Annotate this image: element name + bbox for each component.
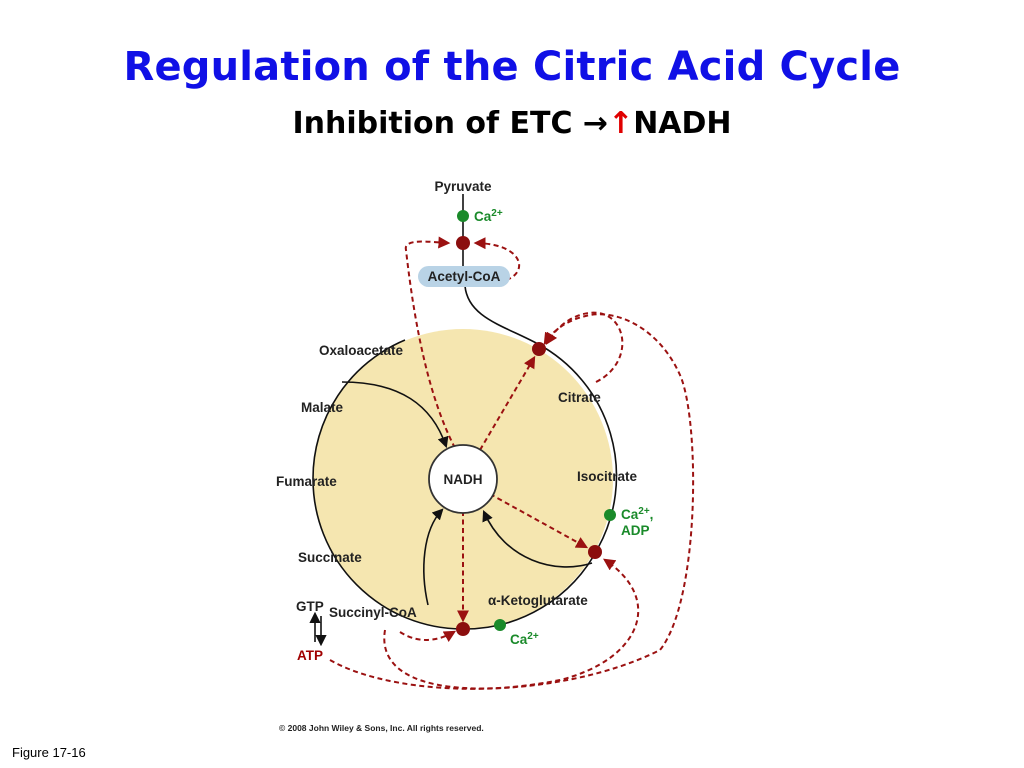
activation-site-akg-dh	[494, 619, 506, 631]
slide-subtitle: Inhibition of ETC →↑NADH	[0, 106, 1024, 141]
subtitle-right-arrow-icon: →	[582, 106, 609, 141]
inhibition-site-akg-dh	[456, 622, 470, 636]
label-pyruvate: Pyruvate	[434, 179, 492, 194]
inhibition-site-pyruvate-dh	[456, 236, 470, 250]
cycle-arc-left	[312, 339, 463, 630]
citrate-feedback-loop	[545, 311, 624, 383]
inhibition-site-isocitrate-dh	[588, 545, 602, 559]
activation-site-isocitrate-dh	[604, 509, 616, 521]
label-nadh: NADH	[444, 472, 483, 487]
subtitle-text: Inhibition of ETC	[292, 106, 583, 141]
nadh-to-isocitrate-dh-inhibition	[489, 493, 589, 549]
subtitle-target: NADH	[633, 106, 732, 141]
malate-to-nadh-arrow	[341, 381, 449, 449]
succinyl-to-akg-loop	[399, 630, 457, 642]
activation-site-pyruvate-dh	[457, 210, 469, 222]
label-atp: ATP	[297, 648, 323, 663]
label-malate: Malate	[301, 400, 344, 415]
nadh-to-top-inhibition	[404, 236, 456, 449]
label-acetyl-coa: Acetyl-CoA	[428, 269, 501, 284]
figure-label: Figure 17-16	[12, 745, 86, 760]
label-isocitrate: Isocitrate	[577, 469, 638, 484]
label-ca-bottom: Ca2+	[510, 631, 539, 647]
label-ca-top: Ca2+	[474, 208, 503, 224]
nadh-hub	[428, 444, 498, 514]
cycle-flow-arrows	[309, 194, 618, 647]
succinyl-to-nadh-arrow	[423, 508, 444, 606]
label-gtp: GTP	[296, 599, 324, 614]
isocitrate-to-nadh-arrow	[482, 509, 593, 568]
acetyl-coa-box	[418, 266, 510, 287]
subtitle-up-arrow-icon: ↑	[608, 106, 634, 141]
label-fumarate: Fumarate	[276, 474, 337, 489]
label-citrate: Citrate	[558, 390, 601, 405]
label-succinate: Succinate	[298, 550, 362, 565]
label-adp: ADP	[621, 523, 650, 538]
label-oxaloacetate: Oxaloacetate	[319, 343, 404, 358]
label-alpha-ketoglutarate: α-Ketoglutarate	[488, 593, 588, 608]
acetyl-coa-to-citrate-arrow	[464, 285, 539, 345]
slide-title: Regulation of the Citric Acid Cycle	[123, 44, 901, 90]
copyright-notice: © 2008 John Wiley & Sons, Inc. All right…	[279, 723, 484, 733]
cycle-arc-bottom-right	[463, 547, 599, 630]
label-ca-adp: Ca2+,	[621, 506, 653, 522]
inhibition-site-citrate-synthase	[532, 342, 546, 356]
atp-to-isocitrate-loop	[383, 558, 640, 690]
label-succinyl-coa: Succinyl-CoA	[329, 605, 417, 620]
nadh-to-citrate-synthase-inhibition	[479, 355, 536, 451]
